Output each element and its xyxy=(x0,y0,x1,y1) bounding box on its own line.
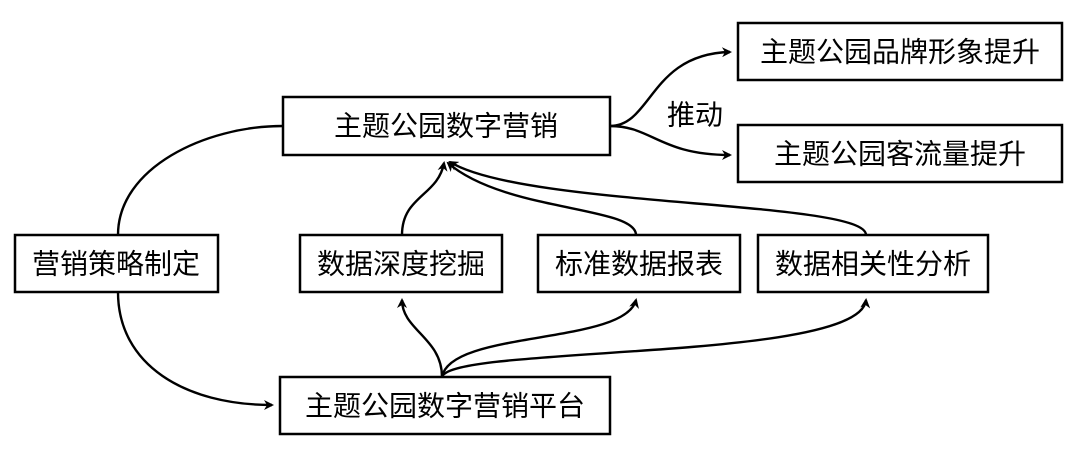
node-data-mining-box xyxy=(298,233,504,294)
node-brand-image: 主题公园品牌形象提升 xyxy=(736,21,1064,82)
edge-strategy-to-digital-marketing xyxy=(116,124,284,236)
edge-standard-reports-to-digital-marketing xyxy=(446,161,638,236)
node-visitor-flow-box xyxy=(736,123,1064,184)
node-digital-marketing: 主题公园数字营销 xyxy=(281,95,612,157)
edges xyxy=(116,47,871,410)
edge-platform-to-correlation-analysis xyxy=(440,298,871,378)
node-platform-box xyxy=(278,375,612,436)
node-visitor-flow: 主题公园客流量提升 xyxy=(736,123,1064,184)
node-digital-marketing-label: 主题公园数字营销 xyxy=(334,110,558,143)
node-platform: 主题公园数字营销平台 xyxy=(278,375,612,436)
node-platform-label: 主题公园数字营销平台 xyxy=(305,390,585,423)
edge-platform-to-data-mining xyxy=(397,298,444,378)
node-standard-reports-label: 标准数据报表 xyxy=(555,248,723,281)
node-correlation-analysis-label: 数据相关性分析 xyxy=(775,248,971,281)
node-brand-image-label: 主题公园品牌形象提升 xyxy=(760,36,1040,69)
node-correlation-analysis-box xyxy=(756,233,990,294)
edge-digital-marketing-to-visitor-flow xyxy=(609,124,732,160)
edge-data-mining-to-digital-marketing xyxy=(400,161,448,236)
node-visitor-flow-label: 主题公园客流量提升 xyxy=(774,138,1026,171)
node-correlation-analysis: 数据相关性分析 xyxy=(756,233,990,294)
node-digital-marketing-box xyxy=(281,95,612,157)
node-strategy-box xyxy=(13,233,220,294)
node-data-mining: 数据深度挖掘 xyxy=(298,233,504,294)
node-standard-reports-box xyxy=(536,233,742,294)
edge-digital-marketing-to-brand-image xyxy=(609,47,732,128)
node-strategy: 营销策略制定 xyxy=(13,233,220,294)
edge-strategy-to-platform xyxy=(116,291,274,410)
edge-correlation-analysis-to-digital-marketing xyxy=(448,160,868,236)
node-data-mining-label: 数据深度挖掘 xyxy=(317,248,485,281)
edge-platform-to-standard-reports xyxy=(440,298,639,378)
node-brand-image-box xyxy=(736,21,1064,82)
node-strategy-label: 营销策略制定 xyxy=(32,248,200,281)
edge-label-drive: 推动 xyxy=(667,99,723,132)
node-standard-reports: 标准数据报表 xyxy=(536,233,742,294)
